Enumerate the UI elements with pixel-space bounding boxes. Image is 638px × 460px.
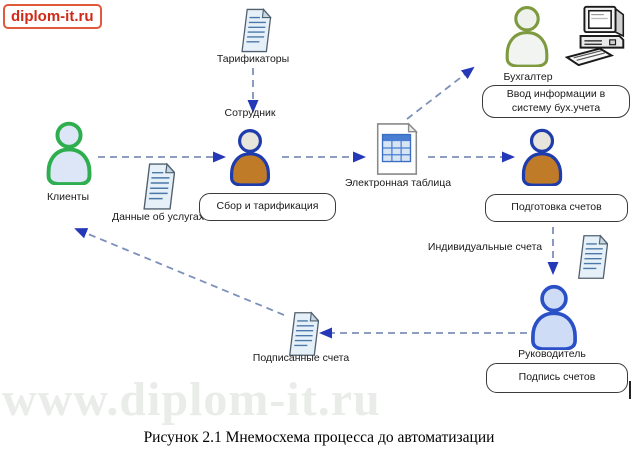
spreadsheet-label: Электронная таблица [344, 177, 452, 189]
accountant-label: Бухгалтер [503, 71, 553, 83]
signed-invoices-label: Подписанные счета [252, 352, 350, 364]
employee-label: Сотрудник [224, 107, 276, 119]
individual-invoices-document-icon [572, 232, 608, 282]
clients-label: Клиенты [46, 191, 90, 203]
services-data-document-icon [137, 161, 175, 212]
services-data-label: Данные об услугах [111, 211, 205, 223]
diplom-it-logo-text: diplom-it.ru [11, 8, 94, 25]
prepare-invoices-action-box: Подготовка счетов [485, 194, 628, 222]
clients-person-icon [42, 121, 96, 185]
arrow-spreadsheet-to-accountant [406, 66, 475, 120]
sign-invoices-action-box: Подпись счетов [486, 363, 628, 393]
signed-invoices-document-icon [283, 310, 319, 358]
manager-person-icon [526, 284, 582, 350]
figure-caption: Рисунок 2.1 Мнемосхема процесса до автом… [143, 429, 495, 446]
watermark-text: www.diplom-it.ru [2, 373, 381, 426]
employee-person-icon [226, 128, 274, 186]
spreadsheet-icon [373, 122, 421, 176]
individual-invoices-label: Индивидуальные счета [427, 241, 543, 253]
clerk-person-icon [517, 128, 567, 186]
accountant-person-icon [501, 5, 553, 67]
accounting-entry-action-box: Ввод информации в систему бух.учета [482, 85, 630, 118]
text-cursor-mark [629, 381, 631, 399]
collect-tariff-action-box: Сбор и тарификация [199, 193, 336, 221]
manager-label: Руководитель [518, 348, 586, 360]
diplom-it-logo: diplom-it.ru [3, 4, 102, 29]
tariffs-label: Тарификаторы [216, 53, 290, 65]
tariffs-document-icon [236, 7, 272, 54]
computer-icon [565, 1, 633, 69]
arrow-signed-doc-to-clients [74, 228, 285, 316]
